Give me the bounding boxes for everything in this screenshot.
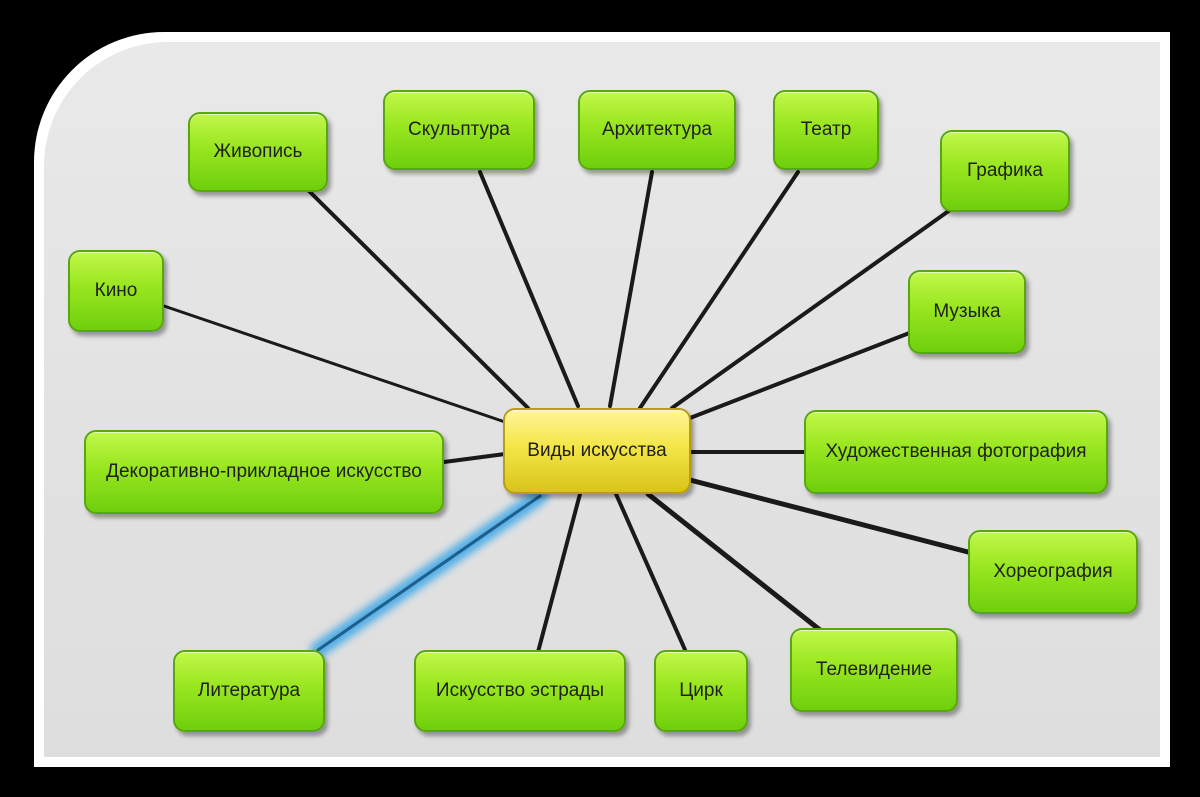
link-khoreografiya (687, 477, 971, 555)
node-label: Декоративно-прикладное искусство (106, 461, 422, 482)
node-khudozhestvennaya-fotografiya[interactable]: Художественная фотография (804, 410, 1108, 494)
node-teatr[interactable]: Театр (773, 90, 879, 170)
node-zhivopis[interactable]: Живопись (188, 112, 328, 192)
link-arkhitektura (608, 170, 654, 408)
node-literatura[interactable]: Литература (173, 650, 325, 732)
node-label: Графика (967, 160, 1043, 181)
node-vidy-iskusstva[interactable]: Виды искусства (503, 408, 691, 494)
node-label: Архитектура (601, 119, 713, 140)
node-kino[interactable]: Кино (68, 250, 164, 332)
node-label: Хореография (993, 561, 1113, 582)
node-label: Музыка (933, 301, 1001, 322)
link-estrada (536, 492, 582, 654)
node-label: Художественная фотография (825, 441, 1087, 462)
node-grafika[interactable]: Графика (940, 130, 1070, 212)
node-label: Искусство эстрады (435, 680, 605, 701)
link-kino (162, 304, 507, 424)
node-dekorativno-prikladnoe[interactable]: Декоративно-прикладное искусство (84, 430, 444, 514)
link-grafika (670, 208, 952, 410)
node-muzyka[interactable]: Музыка (908, 270, 1026, 354)
link-literatura (316, 494, 542, 652)
node-televidenie[interactable]: Телевидение (790, 628, 958, 712)
link-televidenie (645, 491, 823, 633)
link-teatr (638, 170, 800, 410)
link-muzyka (688, 330, 914, 420)
node-label: Живопись (213, 141, 303, 162)
node-label: Цирк (679, 680, 723, 701)
link-tsirk (614, 492, 688, 654)
node-skulptura[interactable]: Скульптура (383, 90, 535, 170)
node-label: Телевидение (815, 659, 933, 680)
link-zhivopis (306, 188, 530, 410)
node-khoreografiya[interactable]: Хореография (968, 530, 1138, 614)
node-label: Театр (800, 119, 852, 140)
node-label: Литература (197, 680, 301, 701)
node-arkhitektura[interactable]: Архитектура (578, 90, 736, 170)
node-label: Кино (94, 280, 138, 301)
link-dekorativnoe (442, 452, 507, 464)
node-iskusstvo-estrady[interactable]: Искусство эстрады (414, 650, 626, 732)
node-label: Виды искусства (527, 440, 667, 461)
node-label: Скульптура (408, 119, 510, 140)
link-skulptura (478, 170, 580, 408)
node-tsirk[interactable]: Цирк (654, 650, 748, 732)
